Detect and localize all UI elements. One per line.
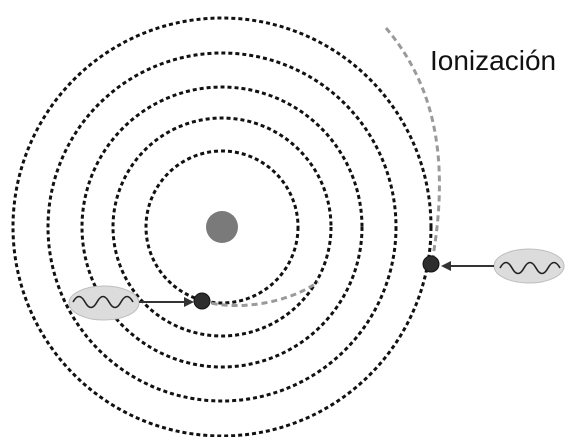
orbit-5 — [11, 16, 433, 437]
orbit-4 — [46, 51, 398, 403]
left-photon — [68, 285, 140, 321]
orbit-3 — [80, 85, 364, 369]
nucleus — [206, 211, 238, 243]
left-arrow-head — [184, 297, 194, 307]
left-photon-ellipse — [68, 285, 140, 321]
ionization-label: Ionización — [430, 45, 556, 76]
orbit-2 — [111, 116, 333, 338]
photon-wave-icon — [72, 295, 134, 309]
outer-electron — [422, 255, 440, 273]
right-photon-arrow — [441, 261, 494, 271]
orbit-1 — [144, 149, 300, 305]
inner-electron — [193, 292, 211, 310]
left-photon-arrow — [139, 297, 194, 307]
orbits — [11, 16, 433, 437]
photon-wave-icon — [499, 261, 561, 275]
right-photon — [493, 248, 565, 284]
ionization-trajectory — [384, 27, 441, 263]
right-arrow-head — [441, 261, 451, 271]
right-photon-ellipse — [493, 248, 565, 284]
inner-excitation-trajectory — [201, 280, 319, 307]
